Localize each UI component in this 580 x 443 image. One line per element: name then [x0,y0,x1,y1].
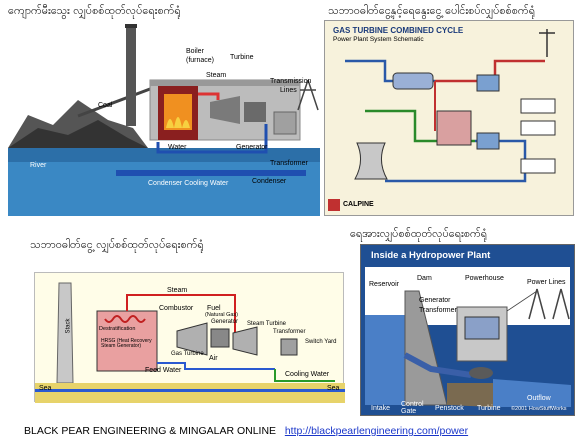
hydro-plant-caption: ရေအားလျှပ်စစ်ထုတ်လုပ်ရေးစက်ရုံ [350,227,488,240]
gas-plant-illustration [35,282,345,403]
gas-plant-caption: သဘာဝဓါတ်ငွေ့ လျှပ်စစ်ထုတ်လုပ်ရေးစက်ရုံ [30,238,204,251]
transmission-label: Transmission [270,78,312,85]
hydro-generator-label: Generator [419,297,451,304]
coal-plant-illustration [8,20,320,216]
river-label: River [30,162,47,169]
control-gate-label: Control Gate [401,401,424,415]
combustor-label: Combustor [159,305,194,312]
air-label: Air [209,355,218,362]
cooling-water-label: Cooling Water [285,371,330,378]
steam-label: Steam [206,72,227,79]
penstock-label: Penstock [435,405,464,412]
fuel-label: Fuel [207,305,221,312]
steam-turbine-label: Steam Turbine [247,321,287,327]
footer-text: BLACK PEAR ENGINEERING & MINGALAR ONLINE [24,425,277,437]
water-label: Water [168,144,187,151]
hydro-plant-diagram: Inside a Hydropower Plant Reservoir Dam … [360,244,575,416]
gas-plant-diagram: Steam Combustor Fuel (Natural Gas) Gas T… [34,272,345,403]
fuel-sub-label: (Natural Gas) [205,312,239,318]
coal-label: Coal [98,102,113,109]
lines-label: Lines [280,87,297,94]
outflow-label: Outflow [527,395,551,402]
combined-cycle-title: GAS TURBINE COMBINED CYCLE [333,26,464,35]
intake-label: Intake [371,405,391,412]
combined-cycle-subtitle: Power Plant System Schematic [333,36,424,43]
switch-yard-label: Switch Yard [305,339,337,345]
gas-transformer-label: Transformer [273,329,306,335]
sea-left-label: Sea [39,385,52,392]
calpine-logo: CALPINE [343,201,374,208]
hrsg-label: HRSG (Heat Recovery Steam Generator) [101,338,152,349]
hydro-transformer-label: Transformer [419,307,457,314]
turbine-label: Turbine [230,54,254,61]
generator-label: Generator [236,144,268,151]
condenser-cooling-water-label: Condenser Cooling Water [148,180,229,187]
combined-cycle-diagram: GAS TURBINE COMBINED CYCLE Power Plant S… [324,20,574,216]
gas-generator-label: Generator [211,319,239,325]
boiler-label: Boiler [186,48,204,55]
gas-steam-label: Steam [167,287,188,294]
dam-label: Dam [417,275,432,282]
combined-cycle-caption: သဘာဝဓါတ်ငွေ့နှင့်ရေနွေးငွေ့ ပေါင်းစပ်လျှ… [328,4,536,17]
hydro-plant-illustration [365,267,571,407]
combined-cycle-schematic [328,29,556,211]
footer: BLACK PEAR ENGINEERING & MINGALAR ONLINE… [24,425,468,437]
hydro-title: Inside a Hydropower Plant [371,250,491,261]
coal-plant-caption: ကျောက်မီးသွေး လျှပ်စစ်ထုတ်လုပ်ရေးစက်ရုံ [8,4,181,17]
copyright-label: ©2001 HowStuffWorks [511,406,567,412]
coal-plant-diagram: Boiler (furnace) Turbine Steam Transmiss… [8,20,320,216]
footer-link[interactable]: http://blackpearlengineering.com/power [284,425,469,437]
furnace-label: (furnace) [186,57,215,64]
condenser-label: Condenser [252,178,287,185]
powerhouse-label: Powerhouse [465,275,504,282]
power-lines-label: Power Lines [527,279,566,286]
stack-label: Stack [65,318,72,334]
hydro-turbine-label: Turbine [477,405,501,412]
gas-turbine-label: Gas Turbine [171,351,204,357]
feed-water-label: Feed Water [145,367,182,374]
destratification-label: Destratification [99,326,136,332]
sea-right-label: Sea [327,385,340,392]
reservoir-label: Reservoir [369,281,399,288]
transformer-label: Transformer [270,160,308,167]
